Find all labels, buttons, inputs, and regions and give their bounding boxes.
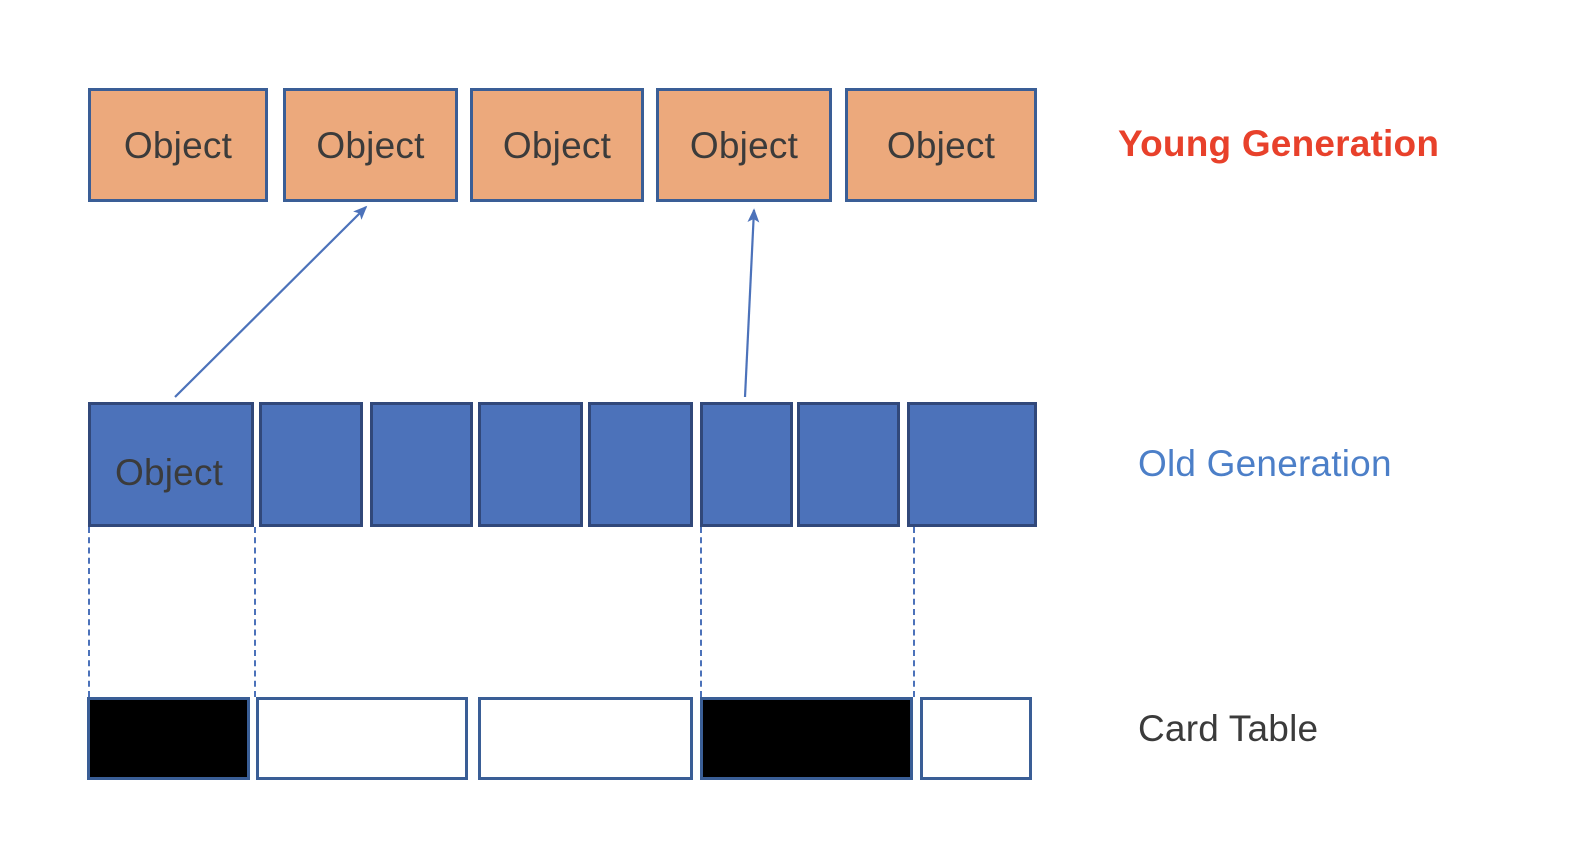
old-generation-cell-3 — [370, 402, 473, 527]
card-table-cell-5 — [920, 697, 1032, 780]
young-generation-cell-3-label: Object — [502, 124, 612, 166]
young-generation-cell-5-label: Object — [886, 124, 996, 166]
young-generation-cell-5: Object — [845, 88, 1037, 202]
young-generation-cell-4-label: Object — [689, 124, 799, 166]
young-generation-cell-3: Object — [470, 88, 644, 202]
young-generation-cell-1: Object — [88, 88, 268, 202]
reference-arrow-1 — [174, 205, 368, 398]
old-generation-cell-6 — [700, 402, 793, 527]
card-table-cell-2 — [256, 697, 468, 780]
young-generation-cell-1-label: Object — [123, 124, 233, 166]
card-table-connector-4 — [913, 527, 915, 697]
old-generation-cell-2 — [259, 402, 363, 527]
old-generation-label: Old Generation — [1138, 443, 1392, 484]
old-generation-cell-8 — [907, 402, 1037, 527]
card-table-connector-3 — [700, 527, 702, 697]
old-generation-cell-7 — [797, 402, 900, 527]
reference-arrow-2 — [743, 208, 760, 398]
old-generation-cell-4 — [478, 402, 583, 527]
card-table-cell-3 — [478, 697, 693, 780]
old-generation-cell-1-label: Object — [115, 452, 224, 493]
young-generation-cell-4: Object — [656, 88, 832, 202]
card-table-connector-1 — [88, 527, 90, 697]
old-generation-cell-1: Object — [88, 402, 254, 527]
young-generation-cell-2-label: Object — [316, 124, 425, 166]
card-table-connector-2 — [254, 527, 256, 697]
young-generation-label: Young Generation — [1118, 123, 1440, 164]
card-table-cell-4 — [700, 697, 913, 780]
card-table-cell-1 — [87, 697, 250, 780]
card-table-label: Card Table — [1138, 708, 1319, 749]
young-generation-cell-2: Object — [283, 88, 458, 202]
old-generation-cell-5 — [588, 402, 693, 527]
